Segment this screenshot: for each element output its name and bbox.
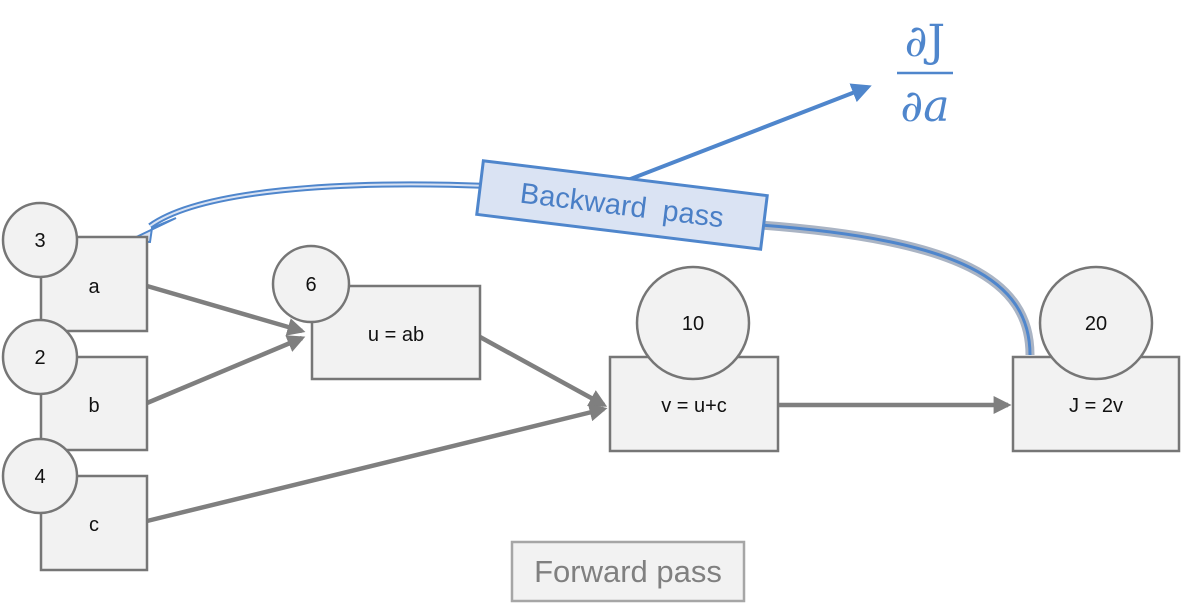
node-a: a 3 bbox=[1, 201, 149, 333]
node-c: c 4 bbox=[1, 437, 149, 572]
node-v-value: 10 bbox=[682, 313, 704, 335]
node-u-label: u = ab bbox=[368, 324, 424, 346]
derivative-numerator: ∂J bbox=[905, 16, 945, 67]
node-a-value: 3 bbox=[34, 230, 45, 252]
node-v: v = u+c 10 bbox=[608, 265, 780, 453]
forward-pass-label: Forward pass bbox=[510, 540, 746, 603]
derivative-arrow bbox=[627, 83, 872, 182]
derivative-denominator: ∂a bbox=[901, 81, 950, 132]
edge-a-to-u bbox=[146, 283, 306, 336]
node-b-value-circle bbox=[1, 318, 79, 396]
edge-u-to-v bbox=[478, 335, 608, 407]
edge-c-to-v bbox=[146, 403, 608, 524]
node-b: b 2 bbox=[1, 318, 149, 452]
node-u-value-circle bbox=[271, 244, 351, 324]
node-J-value: 20 bbox=[1085, 313, 1107, 335]
derivative-fraction: ∂J ∂a bbox=[897, 16, 953, 132]
forward-pass-text: Forward pass bbox=[534, 554, 722, 589]
node-a-label: a bbox=[88, 276, 100, 298]
node-J-value-circle bbox=[1038, 265, 1154, 381]
backward-pass-label: Backward pass bbox=[475, 159, 769, 251]
node-v-value-circle bbox=[635, 265, 751, 381]
node-v-label: v = u+c bbox=[661, 395, 727, 417]
node-c-label: c bbox=[89, 514, 99, 536]
node-u-value: 6 bbox=[305, 274, 316, 296]
node-J-label: J = 2v bbox=[1069, 395, 1123, 417]
node-u: u = ab 6 bbox=[271, 244, 482, 381]
node-a-value-circle bbox=[1, 201, 79, 279]
node-b-label: b bbox=[88, 395, 99, 417]
node-J: J = 2v 20 bbox=[1011, 265, 1181, 453]
node-c-value: 4 bbox=[34, 466, 45, 488]
edge-b-to-u bbox=[146, 335, 306, 406]
node-b-value: 2 bbox=[34, 347, 45, 369]
node-c-value-circle bbox=[1, 437, 79, 515]
